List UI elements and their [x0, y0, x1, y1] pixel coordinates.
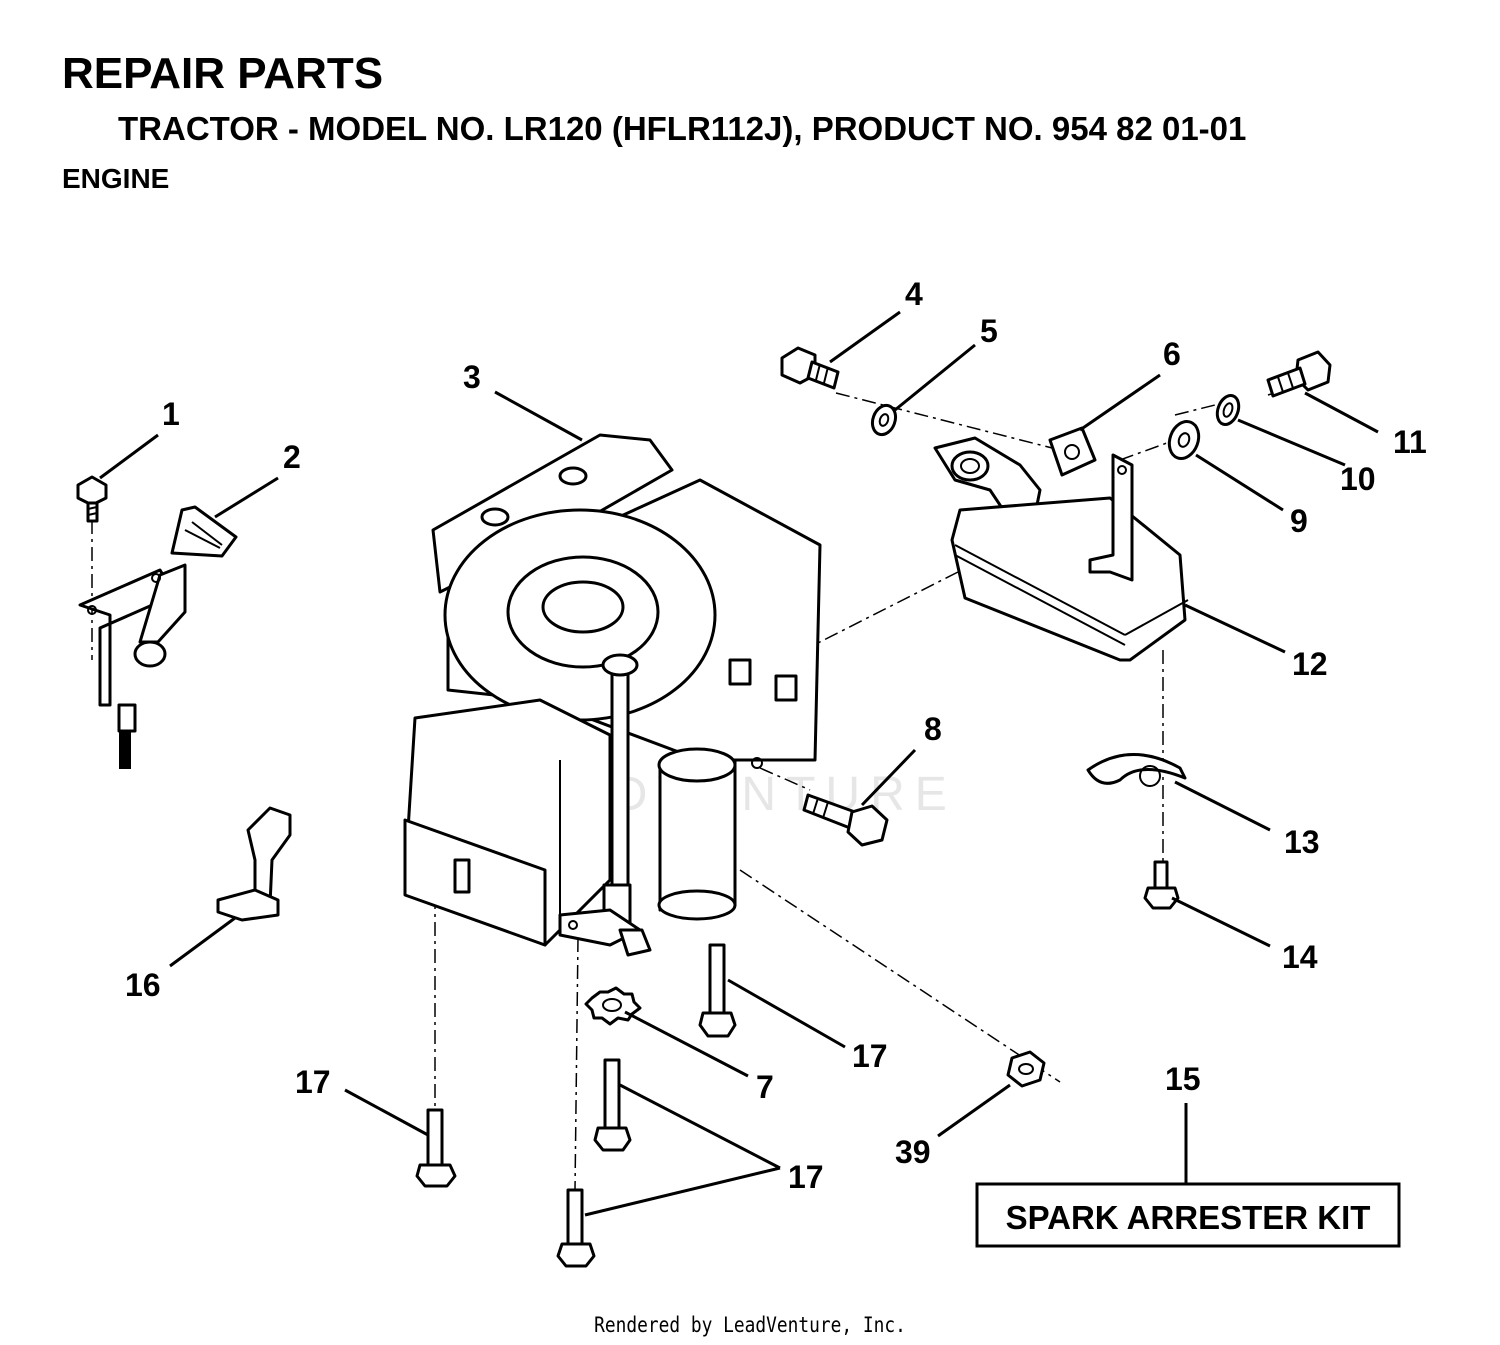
bolt-part-4	[780, 346, 840, 390]
callout-7: 7	[756, 1069, 774, 1105]
star-washer-part-7	[584, 986, 642, 1026]
muffler-part-12	[950, 453, 1189, 662]
callout-8: 8	[924, 711, 942, 747]
callout-numbers: 1 2 3 4 5 6 7 8 9 10 11 12 13 14 15 16 1…	[125, 276, 1427, 1195]
bolt-part-14	[1143, 860, 1180, 910]
callout-6: 6	[1163, 336, 1181, 372]
callout-5: 5	[980, 313, 998, 349]
callout-10: 10	[1340, 461, 1376, 497]
callout-11: 11	[1393, 424, 1427, 460]
bolt-part-11	[1266, 350, 1332, 398]
callout-2: 2	[283, 439, 301, 475]
callout-39: 39	[895, 1134, 931, 1170]
spark-arrester-kit-label: SPARK ARRESTER KIT	[1006, 1199, 1371, 1236]
callout-17c: 17	[788, 1159, 824, 1195]
callout-16: 16	[125, 967, 161, 1003]
callout-17b: 17	[295, 1064, 331, 1100]
bolt-part-17a	[698, 943, 737, 1038]
washer-part-10	[1215, 393, 1241, 427]
leader-lines	[99, 310, 1379, 1217]
bolt-part-17b	[415, 1108, 457, 1188]
page-title: REPAIR PARTS	[62, 49, 384, 98]
callout-15: 15	[1165, 1061, 1201, 1097]
washer-part-5	[870, 403, 898, 437]
callout-17a: 17	[852, 1038, 888, 1074]
callout-12: 12	[1292, 646, 1328, 682]
clip-part-16	[216, 806, 292, 922]
spark-arrester-kit-box: SPARK ARRESTER KIT	[975, 1182, 1401, 1248]
bolt-part-1	[76, 475, 108, 523]
callout-9: 9	[1290, 503, 1308, 539]
callout-14: 14	[1282, 939, 1318, 975]
bolt-part-17c	[593, 1058, 632, 1152]
nut-part-39	[1006, 1050, 1046, 1088]
engine-part-3	[403, 433, 822, 957]
section-label: ENGINE	[62, 163, 170, 194]
bolt-part-17d	[556, 1188, 596, 1268]
footer-credit: Rendered by LeadVenture, Inc.	[594, 1313, 906, 1337]
model-subtitle: TRACTOR - MODEL NO. LR120 (HFLR112J), PR…	[118, 110, 1247, 147]
alignment-lines	[91, 384, 1301, 1191]
callout-1: 1	[162, 396, 180, 432]
throttle-control-part-2	[78, 505, 238, 769]
callout-13: 13	[1284, 824, 1320, 860]
washer-part-9	[1167, 420, 1201, 460]
bolt-part-8	[802, 793, 889, 847]
gasket-part-6	[1048, 426, 1097, 477]
callout-4: 4	[905, 276, 923, 312]
spark-screen-part-13	[1086, 753, 1187, 787]
callout-3: 3	[463, 359, 481, 395]
